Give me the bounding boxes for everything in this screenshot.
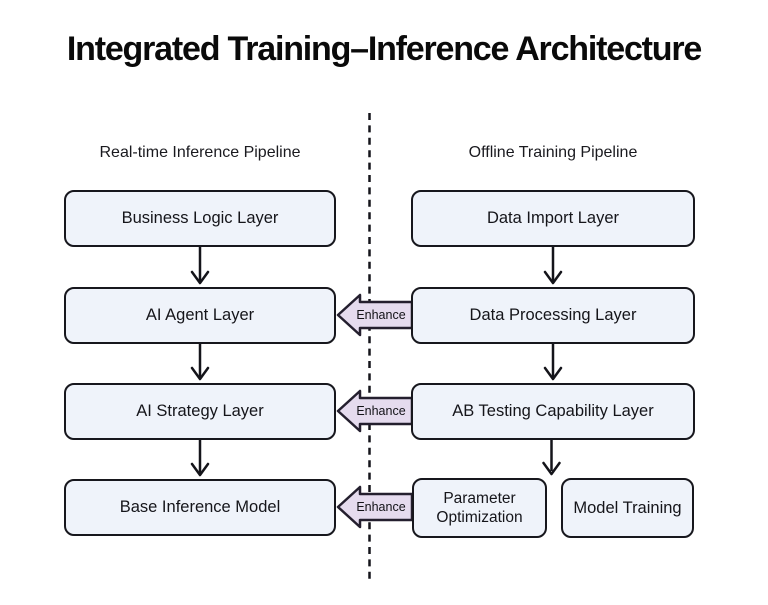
box-model-training: Model Training <box>561 478 694 538</box>
down-arrow-abtesting-to-bottom <box>542 439 561 476</box>
box-data-processing-layer: Data Processing Layer <box>411 287 695 344</box>
box-parameter-optimization: Parameter Optimization <box>412 478 547 538</box>
box-data-import-layer: Data Import Layer <box>411 190 695 247</box>
box-ab-testing-capability-layer: AB Testing Capability Layer <box>411 383 695 440</box>
enhance-label-3: Enhance <box>356 500 406 514</box>
box-business-logic-layer: Business Logic Layer <box>64 190 336 247</box>
down-arrow-strategy-to-base-model <box>190 439 210 477</box>
down-arrow-agent-to-strategy <box>190 344 210 381</box>
diagram-title: Integrated Training–Inference Architectu… <box>66 30 702 68</box>
box-base-inference-model: Base Inference Model <box>64 479 336 536</box>
enhance-label-2: Enhance <box>356 404 406 418</box>
down-arrow-business-to-agent <box>190 247 210 285</box>
box-ai-strategy-layer: AI Strategy Layer <box>64 383 336 440</box>
box-ai-agent-layer: AI Agent Layer <box>64 287 336 344</box>
left-pipeline-header: Real-time Inference Pipeline <box>99 144 301 161</box>
enhance-label-1: Enhance <box>356 308 406 322</box>
down-arrow-processing-to-abtesting <box>543 344 563 381</box>
right-pipeline-header: Offline Training Pipeline <box>468 144 638 161</box>
down-arrow-import-to-processing <box>543 247 563 285</box>
